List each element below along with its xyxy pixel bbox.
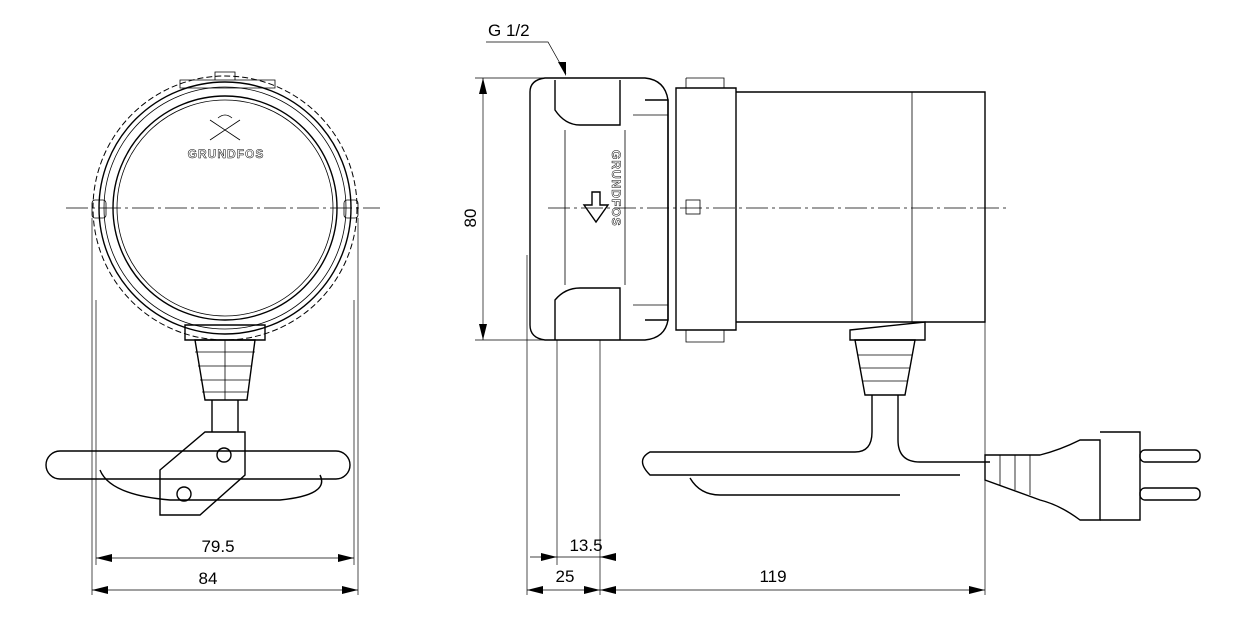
side-inlet-port-top — [554, 80, 621, 126]
plug-body — [984, 439, 1101, 521]
front-left-lug — [91, 199, 107, 219]
front-top-flange — [179, 79, 276, 89]
side-logo-text: GRUNDFOS — [609, 150, 623, 227]
dim-inner-width: 79.5 — [201, 537, 234, 556]
front-plug-hole-2 — [176, 486, 192, 502]
side-flange — [675, 87, 737, 331]
thread-label: G 1/2 — [488, 21, 530, 40]
side-inlet-port-bottom — [554, 287, 621, 340]
side-dimensions: 80 13.5 25 119 — [461, 77, 986, 595]
thread-callout: G 1/2 — [486, 21, 567, 76]
side-cable — [897, 395, 990, 463]
dim-height: 80 — [461, 209, 480, 228]
side-flange-bottom-nut — [685, 330, 725, 343]
side-collar — [645, 99, 669, 321]
front-cable-loop-upper — [45, 450, 351, 480]
side-cable-loop — [641, 395, 960, 476]
flow-direction-arrow-icon — [582, 191, 610, 224]
dim-body-depth: 25 — [556, 567, 575, 586]
front-logo-icon — [209, 114, 241, 141]
front-plug-hole-1 — [216, 447, 232, 463]
side-cable-gland — [854, 339, 916, 396]
dim-outer-width: 84 — [199, 569, 218, 588]
front-plug-bracket — [159, 431, 246, 516]
side-motor-housing — [736, 91, 986, 323]
plug-head — [1100, 431, 1141, 521]
front-cable — [211, 400, 239, 432]
front-logo-text: GRUNDFOS — [188, 147, 265, 161]
front-view: GRUNDFOS — [45, 71, 380, 516]
dim-motor-length: 119 — [759, 567, 786, 586]
front-right-lug — [343, 199, 359, 219]
front-cable-loop-lower — [99, 469, 323, 501]
plug-pin-2 — [1139, 487, 1201, 501]
side-pump-body — [529, 77, 669, 341]
front-terminal-box — [184, 324, 266, 341]
side-flange-bolt — [685, 199, 701, 215]
side-flow-channel — [564, 130, 626, 285]
plug-pin-1 — [1139, 449, 1201, 463]
side-terminal-box — [849, 321, 926, 341]
side-view: GRUNDFOS — [529, 77, 1201, 521]
front-dimensions: 79.5 84 — [91, 218, 359, 595]
side-cable-return — [689, 477, 900, 496]
side-flange-top-nut — [685, 77, 725, 88]
dim-offset: 13.5 — [569, 536, 602, 555]
